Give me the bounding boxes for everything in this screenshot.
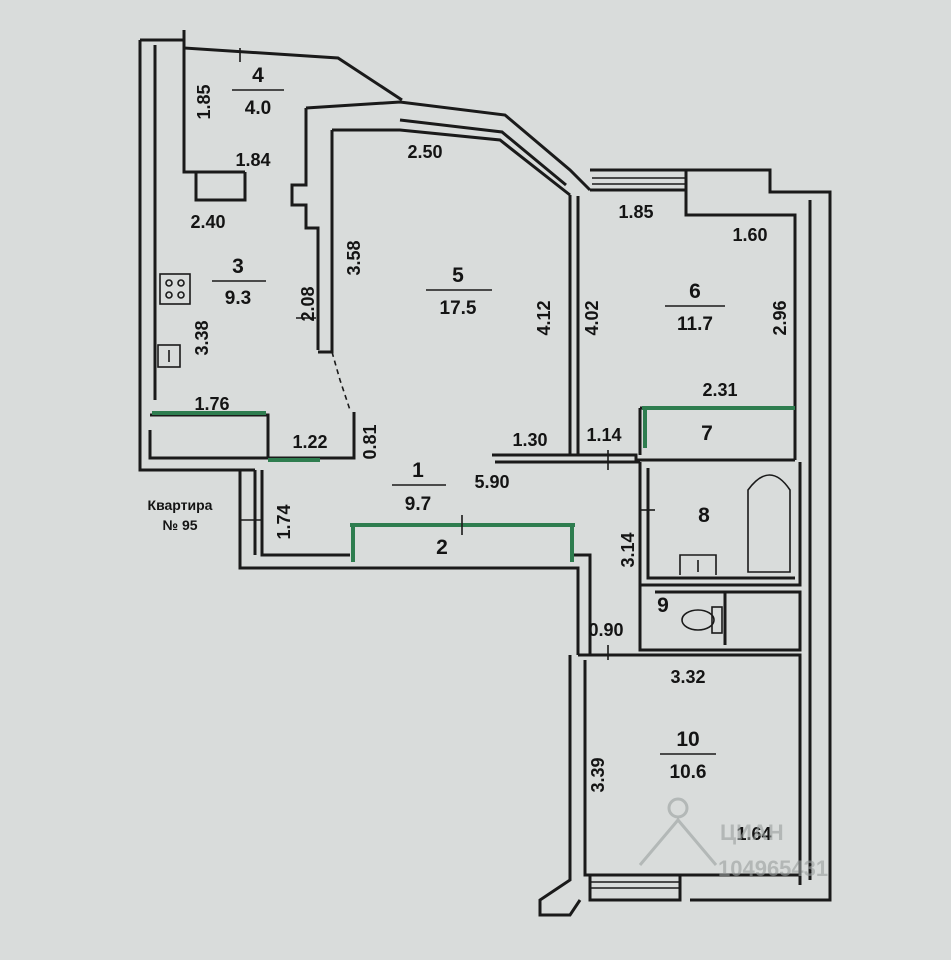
dim-hall-partition: 1.30	[512, 430, 547, 450]
bathroom-wall	[638, 462, 802, 587]
dim-r6-left: 4.02	[582, 300, 602, 335]
dim-closet-width: 1.22	[292, 432, 327, 452]
room-9-number: 9	[657, 594, 669, 617]
dim-corridor-width: 0.90	[588, 620, 623, 640]
stove-icon	[159, 273, 191, 305]
watermark: ЦИАН 104965431	[718, 820, 828, 881]
room-4-number: 4	[252, 64, 264, 87]
corridor-wall	[238, 470, 580, 655]
partition-3-5	[290, 108, 320, 350]
toilet-wall	[638, 585, 802, 652]
dim-r6-top: 1.85	[618, 202, 653, 222]
sink-icon	[157, 344, 181, 368]
balcony-wall	[182, 30, 403, 102]
dim-entry-side: 1.74	[274, 504, 294, 539]
room-8-number: 8	[698, 504, 710, 527]
dim-corridor-side: 3.14	[618, 532, 638, 567]
dim-hall-length: 5.90	[474, 472, 509, 492]
watermark-brand: ЦИАН	[720, 820, 784, 845]
tick-marks	[239, 48, 655, 660]
room-5-number: 5	[452, 264, 464, 287]
dim-r10-top: 3.32	[670, 667, 705, 687]
dim-r6-right: 2.96	[770, 300, 790, 335]
room-2-number: 2	[436, 536, 448, 559]
dim-r5-right: 4.12	[534, 300, 554, 335]
dim-niche-top: 1.76	[194, 394, 229, 414]
room-6-area: 11.7	[677, 314, 713, 335]
dim-r7-top: 2.31	[702, 380, 737, 400]
watermark-pin-icon	[638, 797, 718, 866]
walls	[138, 30, 832, 917]
dim-r3-top: 2.40	[190, 212, 225, 232]
dim-r10-bottom: 1.64	[736, 824, 771, 844]
washbasin-icon	[679, 554, 717, 575]
dim-r5-top: 2.50	[407, 142, 442, 162]
apartment-note-line2: № 95	[162, 517, 197, 533]
dim-r3-side: 3.38	[192, 320, 212, 355]
room-10-number: 10	[676, 728, 699, 751]
dim-r5-left: 3.58	[344, 240, 364, 275]
right-exterior-wall	[686, 168, 832, 902]
room-5-area: 17.5	[440, 298, 477, 319]
dim-hall-partition2: 1.14	[586, 425, 621, 445]
room6-wall	[590, 168, 797, 460]
watermark-id: 104965431	[718, 856, 828, 881]
room-3-number: 3	[232, 255, 244, 278]
dimension-labels: 1.85 1.84 2.50 2.40 3.58 2.08 3.38 4.12 …	[190, 84, 790, 844]
kitchen-niche	[148, 413, 270, 460]
toilet-icon	[681, 606, 723, 634]
room-6-number: 6	[689, 280, 701, 303]
bathtub-icon	[747, 474, 791, 573]
dim-r4-side: 1.85	[194, 84, 214, 119]
room-4-area: 4.0	[245, 98, 271, 119]
dim-r4-bottom: 1.84	[235, 150, 270, 170]
room-1-number: 1	[412, 459, 424, 482]
room-10-area: 10.6	[670, 762, 707, 783]
apartment-note: Квартира № 95	[148, 497, 213, 533]
dim-r5-left-lower: 2.08	[298, 286, 318, 321]
room-labels: 4 4.0 3 9.3 5 17.5 6 11.7 1 9.7 2 7 8 9 …	[212, 64, 725, 783]
room-3-area: 9.3	[225, 288, 251, 309]
dim-door-gap: 0.81	[360, 424, 380, 459]
room-1-area: 9.7	[405, 494, 431, 515]
room10-wall	[578, 653, 802, 885]
room-7-number: 7	[701, 422, 713, 445]
dim-r6-top-right: 1.60	[732, 225, 767, 245]
apartment-note-line1: Квартира	[148, 497, 213, 513]
kitchen-outer-wall	[138, 40, 255, 472]
dim-r10-left: 3.39	[588, 757, 608, 792]
